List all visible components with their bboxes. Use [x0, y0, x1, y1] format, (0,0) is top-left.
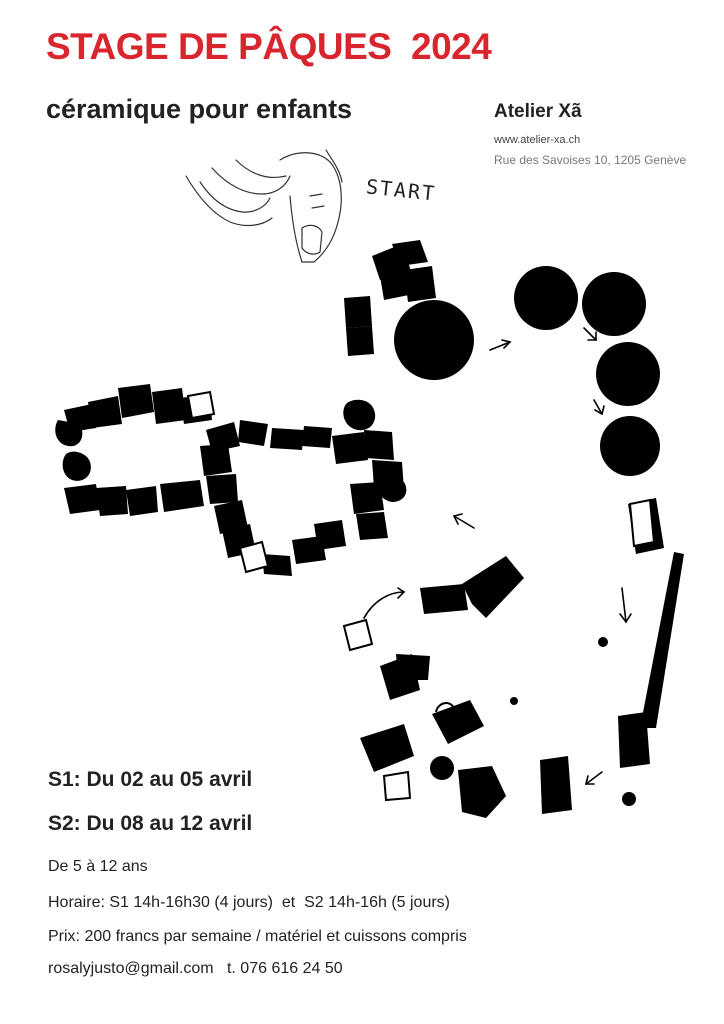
- page-subtitle: céramique pour enfants: [46, 94, 353, 124]
- age-range: De 5 à 12 ans: [48, 858, 148, 875]
- ceramic-circles: [514, 266, 660, 476]
- price-text: Prix: 200 francs par semaine / matériel …: [48, 928, 467, 945]
- studio-address: Rue des Savoises 10, 1205 Genève: [494, 153, 687, 167]
- flow-arrows: [363, 327, 632, 785]
- page-title: STAGE DE PÂQUES 2024: [46, 26, 492, 67]
- studio-name: Atelier Xã: [494, 101, 582, 122]
- ceramic-blocks-bottom: [360, 556, 524, 818]
- ceramic-blocks-right: [510, 498, 684, 814]
- pointing-finger-drawing: [185, 149, 343, 263]
- email-link[interactable]: rosalyjusto@gmail.com: [48, 960, 214, 977]
- ceramic-blobs-left: [55, 384, 407, 576]
- contact-line: rosalyjusto@gmail.com t. 076 616 24 50: [48, 960, 343, 978]
- schedule-text: Horaire: S1 14h-16h30 (4 jours) et S2 14…: [48, 894, 450, 911]
- ceramic-blocks-start: [344, 240, 474, 380]
- studio-website-link[interactable]: www.atelier-xa.ch: [494, 134, 581, 146]
- session-1-dates: S1: Du 02 au 05 avril: [48, 768, 253, 791]
- phone-number: t. 076 616 24 50: [226, 960, 343, 977]
- session-2-dates: S2: Du 08 au 12 avril: [48, 812, 253, 835]
